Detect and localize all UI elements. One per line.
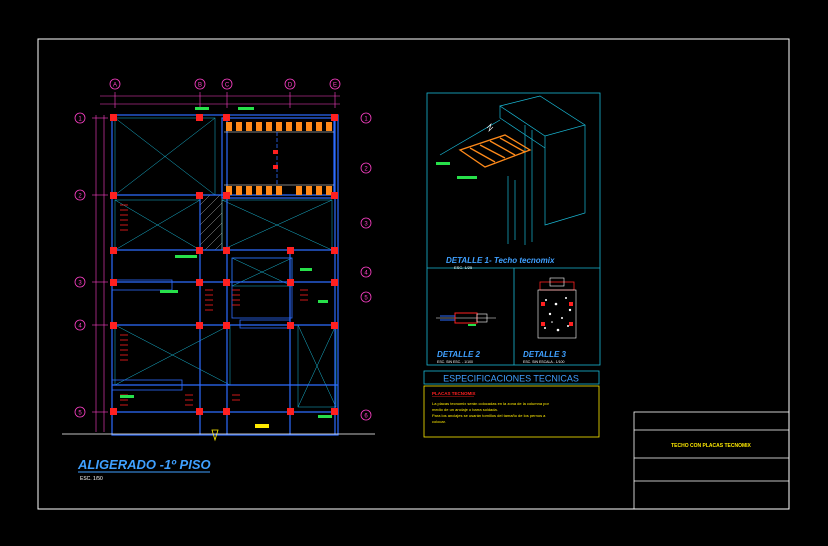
plan-scale: ESC. 1/50	[80, 476, 103, 482]
specs-line: La placas tecnomix serán colocadas en la…	[432, 401, 550, 406]
grid-axis-bubble: 1	[360, 112, 372, 124]
detail2-title: DETALLE 2	[437, 350, 481, 359]
svg-text:5: 5	[364, 296, 368, 302]
grid-axis-bubble: C	[221, 78, 233, 90]
specs-title: ESPECIFICACIONES TECNICAS	[443, 374, 579, 384]
grid-axis-bubble: B	[194, 78, 206, 90]
grid-axis-bubble: 2	[360, 162, 372, 174]
slab-panels	[114, 117, 337, 408]
svg-text:C: C	[225, 83, 230, 89]
columns	[110, 114, 338, 415]
left-dimension-line	[92, 115, 108, 432]
right-grid-axes: 1 2 3 4 5 6	[360, 112, 372, 421]
svg-text:1: 1	[78, 117, 82, 123]
detail2-drawing	[436, 312, 496, 326]
svg-text:A: A	[113, 83, 117, 89]
svg-text:3: 3	[78, 281, 82, 287]
svg-text:1: 1	[364, 117, 368, 123]
details-panel: DETALLE 1- Techo tecnomix ESC. 1/25 DETA…	[426, 92, 601, 366]
svg-text:D: D	[288, 83, 293, 89]
detail3-drawing	[537, 277, 577, 339]
specs-subtitle: PLACAS TECNOMIX	[432, 391, 476, 396]
grid-axis-bubble: 3	[74, 276, 86, 288]
specs-line: Para los anclajes se usarán tornillos de…	[432, 413, 546, 418]
svg-text:6: 6	[364, 414, 368, 420]
svg-text:E: E	[333, 83, 337, 89]
grid-axis-bubble: 4	[360, 266, 372, 278]
title-block	[633, 411, 790, 510]
plan-title-block: ALIGERADO -1º PISO ESC. 1/50	[77, 457, 211, 482]
svg-text:3: 3	[364, 222, 368, 228]
svg-text:B: B	[198, 83, 202, 89]
grid-axis-bubble: 3	[360, 217, 372, 229]
floor-plan: A B C D E	[62, 78, 375, 442]
yellow-markers	[211, 424, 269, 442]
grid-axis-bubble: 5	[360, 291, 372, 303]
detail3-scale: ESC. SIN ESCALA - 1/100	[523, 360, 564, 364]
detail1-scale: ESC. 1/25	[454, 265, 473, 270]
detail2-scale: ESC. SIN ESC. - 1/100	[437, 360, 473, 364]
specs-line: colocar.	[432, 419, 446, 424]
grid-axis-bubble: E	[329, 78, 341, 90]
svg-text:4: 4	[364, 271, 368, 277]
grid-axis-bubble: 5	[74, 406, 86, 418]
svg-text:5: 5	[78, 411, 82, 417]
plan-title: ALIGERADO -1º PISO	[77, 457, 211, 472]
specs-line: medio de un anclaje o barra soldada.	[432, 407, 498, 412]
specifications-box: ESPECIFICACIONES TECNICAS PLACAS TECNOMI…	[423, 370, 600, 438]
grid-axis-bubble: A	[109, 78, 121, 90]
tecnomix-plate	[458, 134, 532, 168]
grid-axis-bubble: 4	[74, 319, 86, 331]
grid-axis-bubble: 6	[360, 409, 372, 421]
sheet-border	[37, 38, 790, 510]
title-block-title: TECHO CON PLACAS TECNOMIX	[671, 443, 751, 449]
detail1-drawing	[436, 95, 586, 245]
svg-text:2: 2	[78, 194, 82, 200]
green-tags	[120, 107, 332, 418]
left-grid-axes: 1 2 3 4 5	[74, 112, 86, 418]
beams	[111, 114, 339, 436]
rebar-marks	[120, 204, 308, 406]
top-grid-axes: A B C D E	[109, 78, 341, 90]
svg-text:4: 4	[78, 324, 82, 330]
grid-axis-bubble: 1	[74, 112, 86, 124]
hatched-opening	[199, 194, 223, 251]
svg-text:2: 2	[364, 167, 368, 173]
grid-axis-bubble: 2	[74, 189, 86, 201]
top-dimension-line	[100, 92, 340, 108]
grid-axis-bubble: D	[284, 78, 296, 90]
detail1-title: DETALLE 1- Techo tecnomix	[446, 256, 555, 265]
tecnomix-room	[224, 122, 334, 195]
detail3-title: DETALLE 3	[523, 350, 567, 359]
